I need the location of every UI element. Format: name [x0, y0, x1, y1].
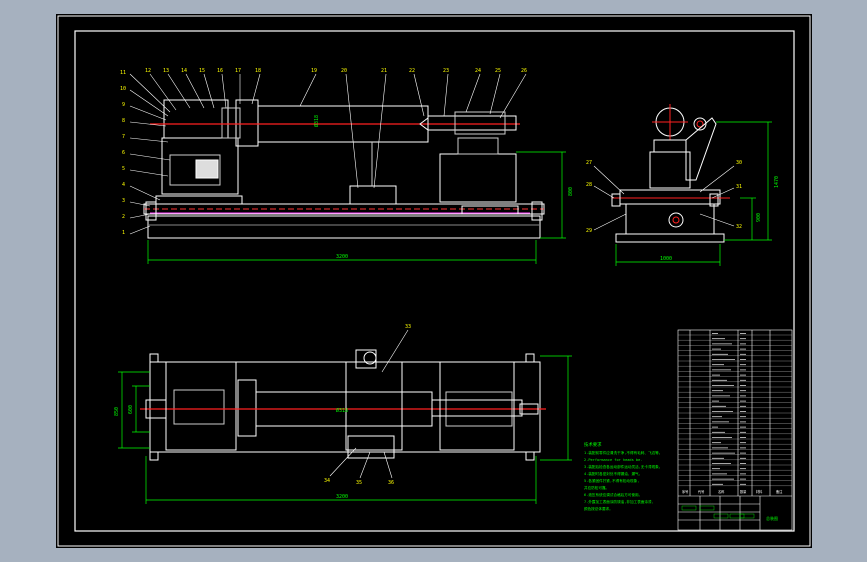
- callout-27: 27: [586, 160, 592, 166]
- title-block-field: [699, 505, 715, 511]
- callout-30: 30: [736, 160, 742, 166]
- callout-20: 20: [341, 68, 347, 74]
- callout-14: 14: [181, 68, 187, 74]
- callout-31: 31: [736, 184, 742, 190]
- top-view: [140, 349, 546, 461]
- title-block-name: 总装图: [766, 515, 778, 521]
- callout-4: 4: [122, 182, 125, 188]
- callout-25: 25: [495, 68, 501, 74]
- notes-line-2: 2.Performance for heads be.: [584, 458, 642, 462]
- callout-5a: 5: [122, 166, 125, 172]
- notes-line-6: 并应防松可靠。: [584, 485, 609, 490]
- notes-line-7: 6.液压系统应调试合格后方可使用。: [584, 492, 642, 497]
- outer-border: [57, 15, 811, 547]
- notes-line-4: 4.装配时各密封处不得漏油、漏气。: [584, 471, 642, 476]
- callout-28: 28: [586, 182, 592, 188]
- parts-header-name: 名称: [718, 489, 725, 494]
- callout-24: 24: [475, 68, 481, 74]
- parts-list-table: [677, 329, 793, 531]
- front-callouts-left: [129, 73, 171, 235]
- callout-6: 6: [122, 150, 125, 156]
- callout-29: 29: [586, 228, 592, 234]
- callout-35: 35: [356, 480, 362, 486]
- callout-17: 17: [235, 68, 241, 74]
- dim-top-width-b: 600: [128, 405, 134, 414]
- callout-34: 34: [324, 478, 330, 484]
- notes-line-1: 1.装配前零件应清洗干净,不得有毛刺、飞边等。: [584, 450, 662, 455]
- front-view: [143, 99, 545, 239]
- callout-12: 12: [145, 68, 151, 74]
- notes-line-9: 颜色按总体要求。: [584, 506, 613, 511]
- callout-26: 26: [521, 68, 527, 74]
- callout-7: 7: [122, 134, 125, 140]
- callout-36: 36: [388, 480, 394, 486]
- callout-2: 2: [122, 214, 125, 220]
- side-dimensions: [615, 121, 772, 266]
- callout-23: 23: [443, 68, 449, 74]
- callout-10: 10: [120, 86, 126, 92]
- front-callout-labels: 11 10 9 8 7 6 5 4 3 2 1 12 13 14 15 16 1…: [120, 68, 527, 236]
- title-block-field: [713, 513, 729, 519]
- top-frame: [149, 361, 541, 453]
- dim-top-shaft: Ø318: [336, 407, 348, 414]
- callout-19: 19: [311, 68, 317, 74]
- notes-line-3: 3.装配后检查各运动部件运动灵活,无卡滞现象。: [584, 464, 662, 469]
- parts-list-header: 序号 代号 名称 数量 材料 备注: [682, 489, 783, 494]
- parts-header-code: 代号: [698, 489, 704, 494]
- side-view: [611, 104, 730, 243]
- dim-front-height: 800: [568, 187, 574, 196]
- callout-32: 32: [736, 224, 742, 230]
- parts-header-qty: 数量: [740, 489, 747, 494]
- callout-3: 3: [122, 198, 125, 204]
- dim-side-lower: 900: [756, 213, 762, 222]
- parts-header-no: 序号: [682, 489, 688, 494]
- dim-side-height: 1470: [774, 176, 780, 188]
- callout-13: 13: [163, 68, 169, 74]
- callout-11: 11: [120, 70, 126, 76]
- front-callouts-top: [149, 73, 527, 189]
- steady-rest: [349, 185, 397, 205]
- dim-top-width-a: 850: [114, 407, 120, 416]
- callout-18: 18: [255, 68, 261, 74]
- drawing-sheet: [56, 14, 812, 548]
- side-callouts: [593, 165, 735, 231]
- technical-notes: 技术要求 1.装配前零件应清洗干净,不得有毛刺、飞边等。 2.Performan…: [584, 441, 662, 511]
- side-column: [649, 151, 691, 189]
- callout-1: 1: [122, 230, 125, 236]
- callout-8: 8: [122, 118, 125, 124]
- callout-9: 9: [122, 102, 125, 108]
- notes-title: 技术要求: [584, 441, 602, 448]
- parts-list-border: [677, 329, 793, 531]
- notes-line-5: 5.各紧固件拧紧,不得有松动现象,: [584, 478, 639, 483]
- side-base: [615, 233, 725, 243]
- callout-15: 15: [199, 68, 205, 74]
- callout-16: 16: [217, 68, 223, 74]
- parts-header-material: 材料: [756, 489, 763, 494]
- title-block-field: [681, 505, 697, 511]
- callout-33: 33: [405, 324, 411, 330]
- parts-header-remark: 备注: [776, 489, 783, 494]
- notes-line-8: 7.外露加工表面涂防锈油,非加工表面涂漆,: [584, 499, 654, 504]
- front-dimensions: [147, 151, 566, 264]
- inner-border: [74, 30, 795, 532]
- top-dimensions: [118, 355, 572, 504]
- dim-top-length: 3200: [336, 494, 348, 500]
- top-callouts: [329, 329, 409, 479]
- dim-side-width: 1000: [660, 256, 672, 262]
- callout-21: 21: [381, 68, 387, 74]
- top-carriage: [439, 361, 515, 451]
- dim-front-length: 3200: [336, 254, 348, 260]
- title-block-field: [739, 513, 755, 519]
- title-block-field: [729, 513, 745, 519]
- callout-22: 22: [409, 68, 415, 74]
- dim-front-shaft: Ø318: [313, 115, 320, 127]
